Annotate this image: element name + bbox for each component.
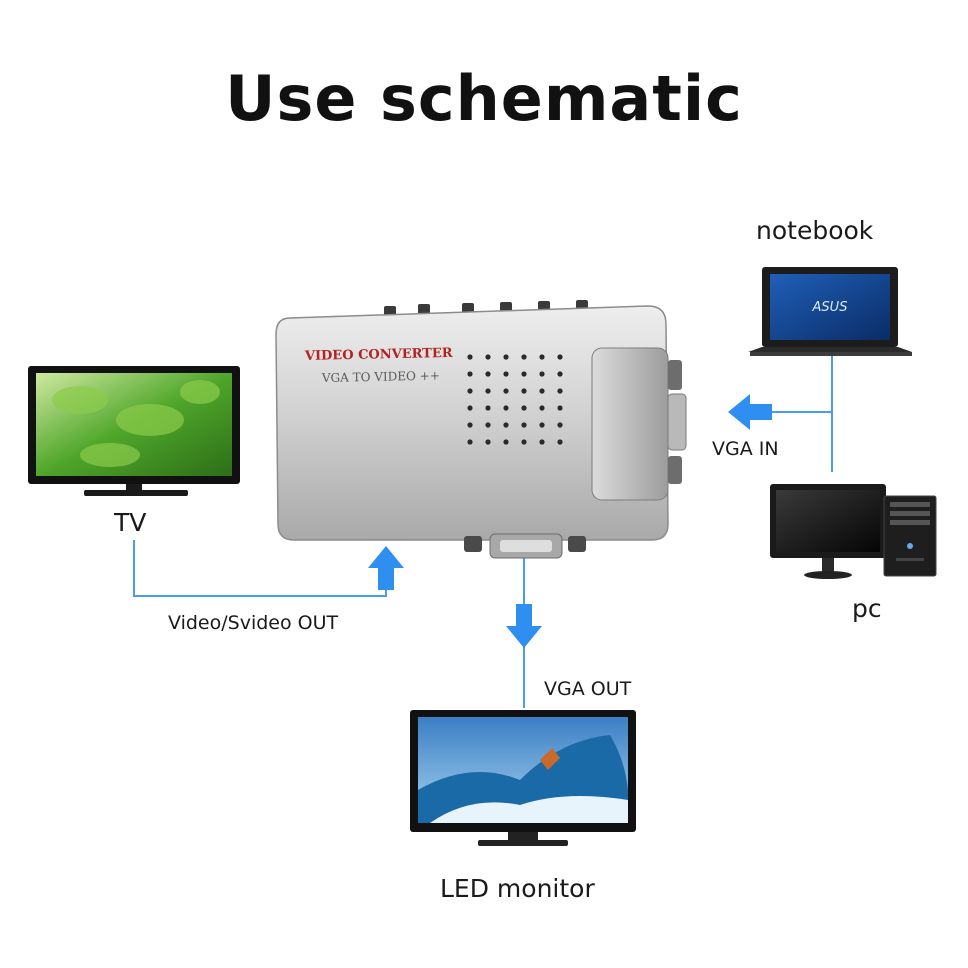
vent-hole [485,354,491,360]
vent-hole [485,422,491,428]
vent-hole [467,371,473,377]
tv-label: TV [114,508,147,537]
pc-tower [883,495,937,577]
vent-hole [557,439,563,445]
vent-hole [539,388,545,394]
video-out-line [133,540,387,597]
vent-hole [503,354,509,360]
vent-hole [539,354,545,360]
vent-hole [557,388,563,394]
vent-hole [557,405,563,411]
vga-in-arrow-icon [728,394,772,430]
vent-hole [467,354,473,360]
vent-hole [557,354,563,360]
led-monitor-label: LED monitor [440,874,595,903]
vent-hole [485,388,491,394]
vent-hole [521,422,527,428]
diagram-title: Use schematic [225,62,743,135]
video-out-arrow-icon [368,546,404,590]
converter-model-text: VGA TO VIDEO ++ [321,369,440,385]
vga-out-arrow-icon [506,604,542,648]
video-out-label: Video/Svideo OUT [168,612,339,634]
notebook-screen [770,274,890,340]
video-converter-device: VIDEO CONVERTER VGA TO VIDEO ++ [275,300,687,559]
converter-vent-grille [467,354,563,445]
notebook-screen-logo: ASUS [812,300,848,315]
vent-hole [467,405,473,411]
converter-top-ports [384,300,588,316]
vent-hole [503,422,509,428]
vent-hole [521,388,527,394]
notebook-label: notebook [756,216,874,245]
vent-hole [503,388,509,394]
vent-hole [557,371,563,377]
pc-device [770,484,937,579]
vent-hole [557,422,563,428]
vent-hole [467,439,473,445]
vent-hole [503,405,509,411]
notebook-keyboard [748,347,912,352]
vent-hole [539,405,545,411]
vent-hole [521,354,527,360]
pc-monitor-screen [776,490,880,552]
converter-bottom-port-right [568,536,586,552]
vent-hole [521,439,527,445]
vent-hole [503,439,509,445]
tv-device [28,366,240,496]
vga-out-label: VGA OUT [544,678,632,700]
converter-brand-text: VIDEO CONVERTER [304,346,453,364]
vent-hole [503,371,509,377]
vent-hole [539,371,545,377]
vga-in-label: VGA IN [712,438,779,460]
vent-hole [467,422,473,428]
vent-hole [485,371,491,377]
vent-hole [467,388,473,394]
vent-hole [539,422,545,428]
pc-label: pc [852,594,882,623]
notebook-device: ASUS [748,267,912,356]
converter-bottom-port-left [464,536,482,552]
vent-hole [521,371,527,377]
led-monitor-device [410,710,636,846]
converter-vga-in-port [591,347,669,501]
vent-hole [521,405,527,411]
vent-hole [485,405,491,411]
vent-hole [485,439,491,445]
vent-hole [539,439,545,445]
